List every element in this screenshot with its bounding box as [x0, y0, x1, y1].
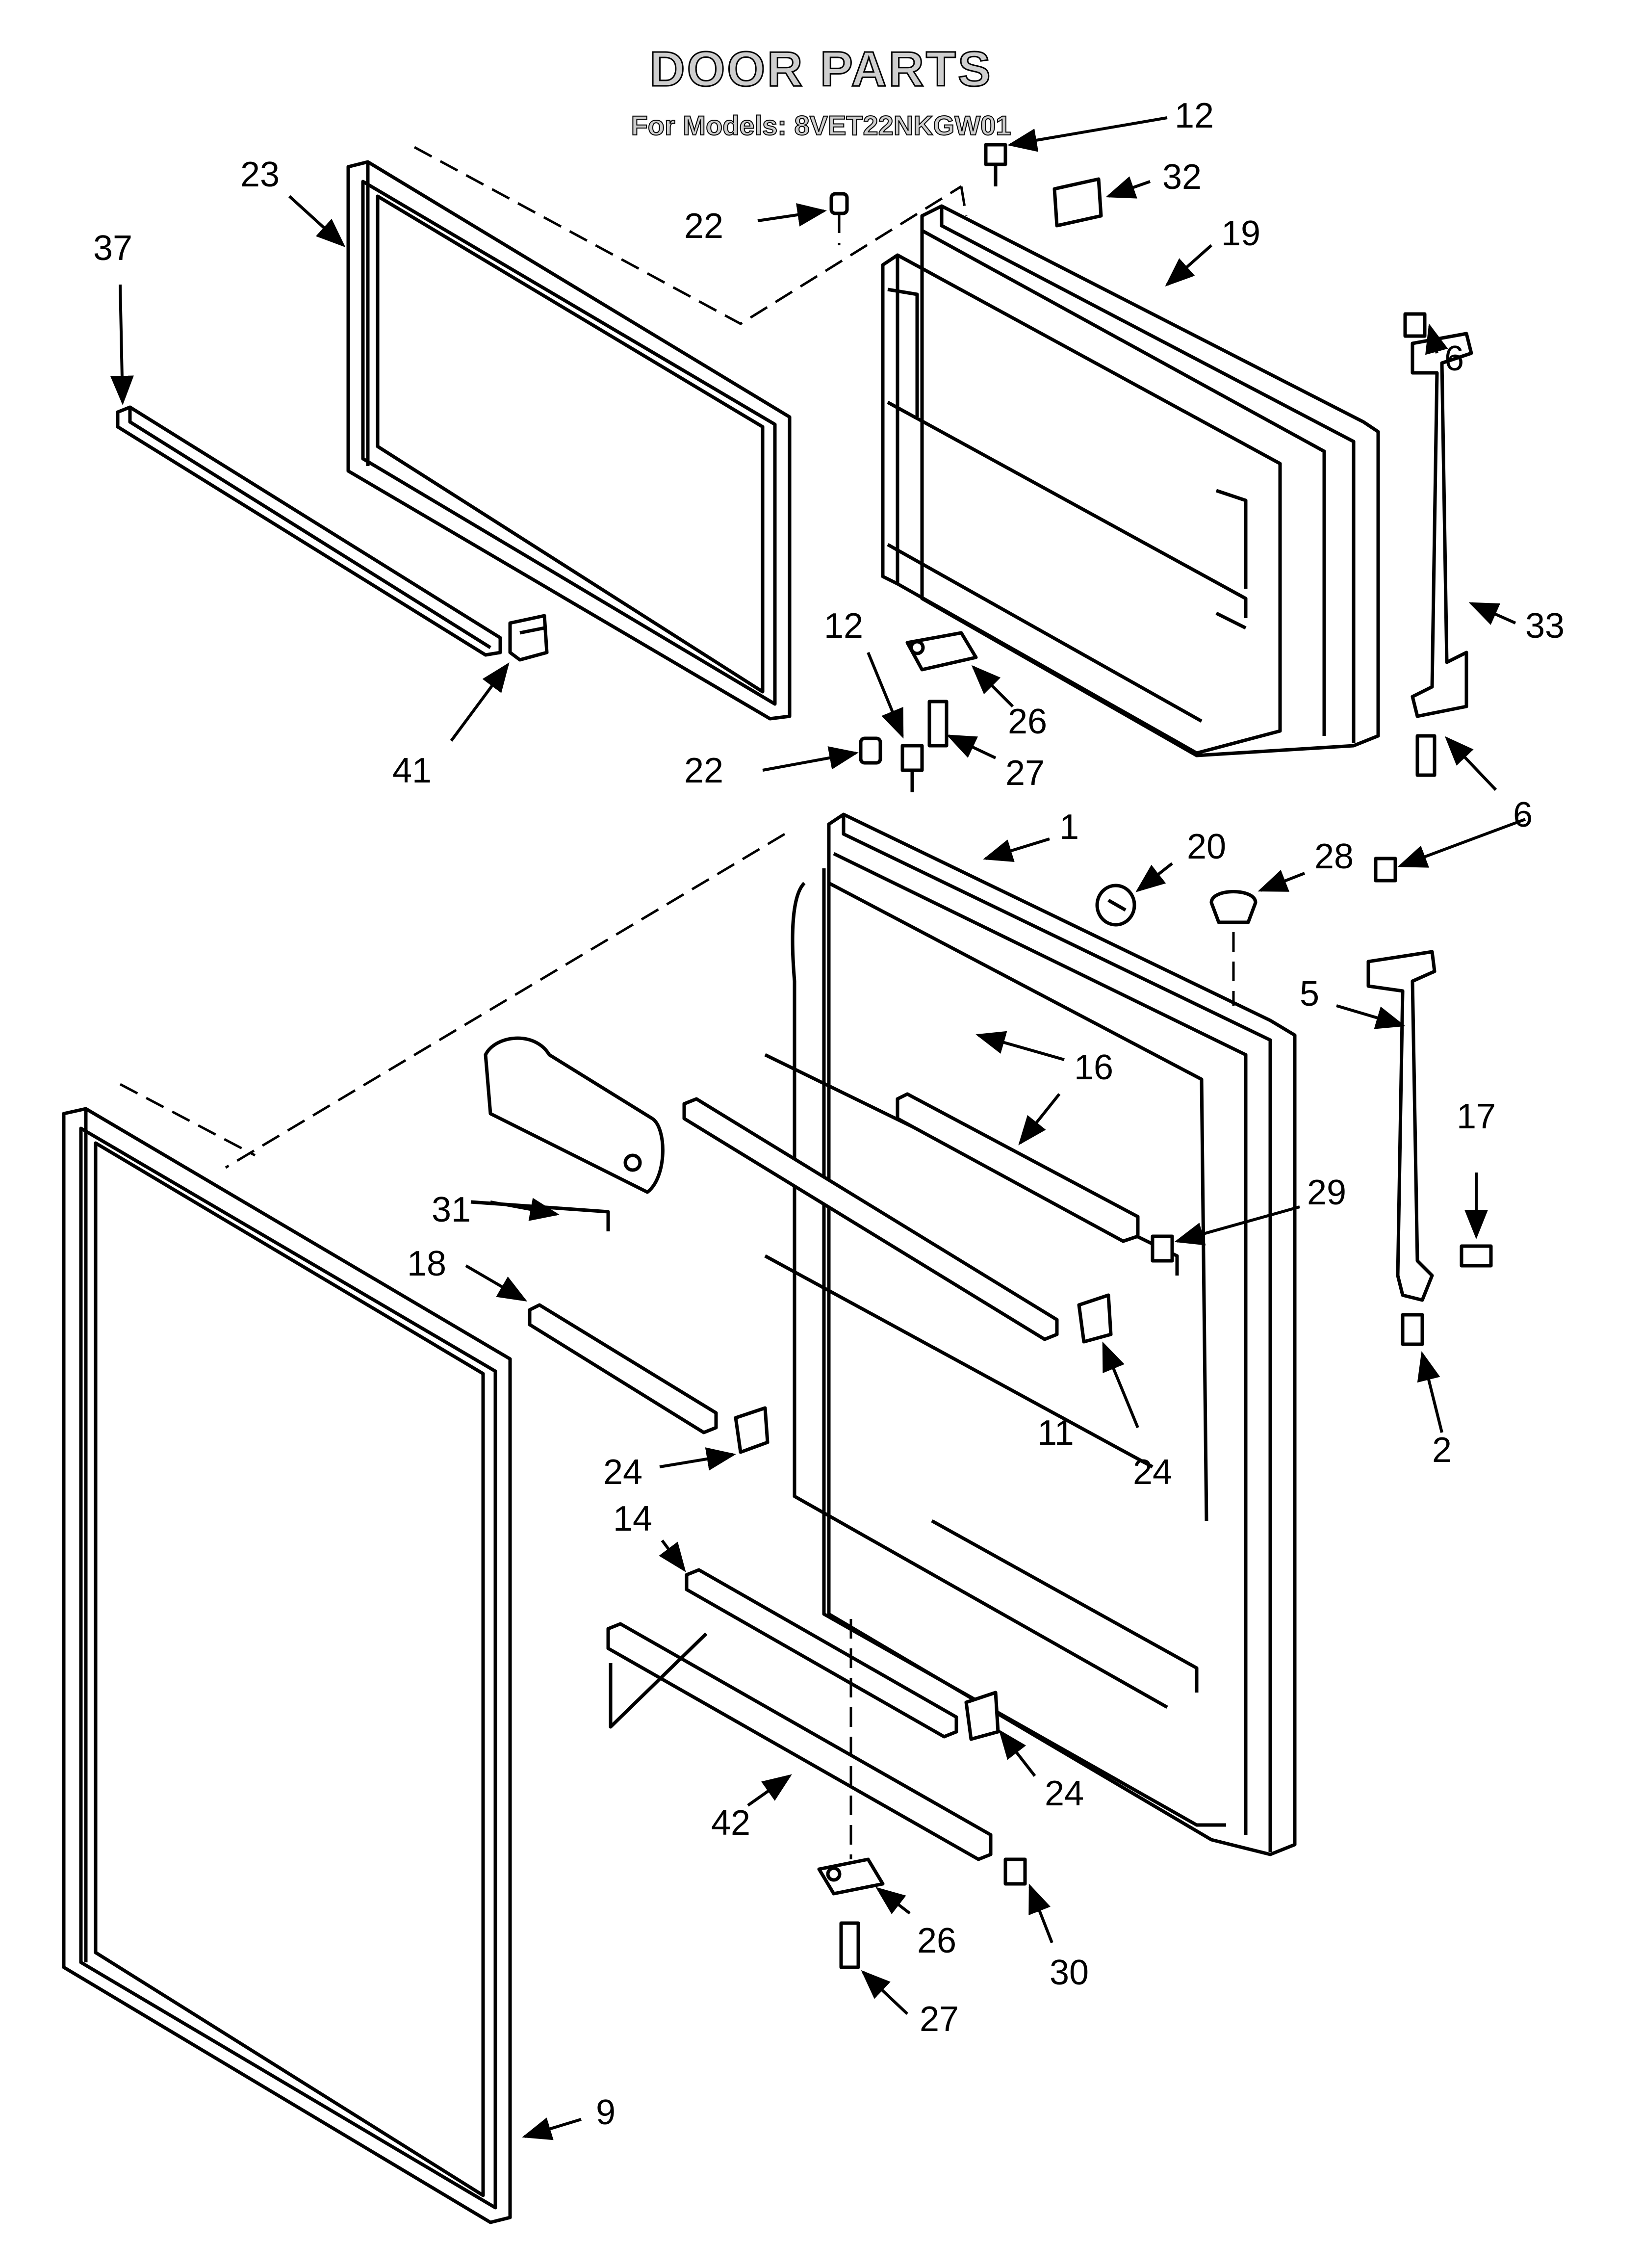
callout-arrows: [110, 116, 1526, 2140]
screw-part-28-handle: [1374, 857, 1397, 883]
bar-part-16: [896, 1092, 1140, 1243]
callout-28: 28: [1314, 837, 1354, 876]
callout-20: 20: [1187, 827, 1226, 866]
fresh-food-gasket-part-9: [62, 1107, 512, 2224]
callout-33: 33: [1525, 606, 1565, 646]
callout-6-bottom: 6: [1513, 795, 1533, 834]
callout-26-top: 26: [1008, 702, 1047, 741]
callout-9: 9: [596, 2093, 616, 2132]
callout-19: 19: [1221, 214, 1260, 253]
trim-strip-part-37: [116, 405, 502, 657]
clip-part-24-right: [1077, 1293, 1113, 1344]
hinge-part-26-bottom: [817, 1857, 885, 1896]
cap-part-2: [1401, 1313, 1424, 1346]
callout-27-top: 27: [1005, 754, 1045, 793]
callout-18: 18: [407, 1244, 446, 1283]
shelf-bar-part-18: [528, 1303, 718, 1434]
callout-17: 17: [1457, 1097, 1496, 1136]
plug-part-22-top: [829, 192, 849, 245]
callout-26-bottom: 26: [917, 1921, 956, 1960]
callout-16: 16: [1074, 1048, 1113, 1087]
freezer-door-liner-part-19: [881, 204, 1380, 757]
callout-22-top: 22: [684, 207, 723, 246]
callout-5: 5: [1300, 974, 1319, 1014]
callout-2: 2: [1432, 1431, 1452, 1470]
cover-part-20: [1095, 884, 1136, 927]
guide-line-door: [225, 833, 786, 1169]
plug-part-22-mid: [859, 736, 882, 765]
screw-part-17: [1460, 1244, 1493, 1268]
screw-part-12-top: [984, 143, 1007, 186]
callout-41: 41: [392, 751, 432, 790]
shelf-bar-part-42: [606, 1622, 993, 1861]
plug-part-28: [1209, 890, 1257, 1006]
callout-27-bottom: 27: [920, 2000, 959, 2039]
callout-23: 23: [240, 155, 280, 194]
fresh-food-handle-part-5: [1366, 950, 1437, 1302]
shelf-bar-part-14: [685, 1568, 958, 1739]
callout-1: 1: [1059, 808, 1079, 847]
callout-32: 32: [1162, 157, 1202, 197]
fresh-food-door-part-1: [764, 812, 1297, 1856]
label-part-32: [1052, 177, 1103, 228]
callout-30: 30: [1050, 1953, 1089, 1992]
callout-31: 31: [432, 1190, 471, 1229]
callout-24-bottom: 24: [1045, 1774, 1084, 1813]
callout-6-top: 6: [1444, 339, 1464, 378]
clip-part-24-bottom: [964, 1691, 1000, 1741]
freezer-gasket-part-23: [346, 160, 792, 721]
callout-29: 29: [1307, 1173, 1346, 1212]
dairy-door-part-31: [470, 1036, 665, 1231]
clip-part-30: [1003, 1857, 1027, 1886]
diagram-subtitle: For Models: 8VET22NKGW01: [631, 110, 1011, 141]
guide-line-freezer: [413, 146, 962, 325]
callout-24-left: 24: [603, 1453, 642, 1492]
callout-37: 37: [93, 229, 132, 268]
callout-42: 42: [711, 1803, 750, 1843]
screw-part-6-bottom: [1415, 734, 1437, 777]
diagram-title: DOOR PARTS: [649, 42, 992, 97]
clip-part-24-left: [734, 1406, 770, 1454]
hinge-part-26-top: [905, 631, 978, 672]
clip-part-29: [1151, 1234, 1174, 1263]
guide-line-gasket: [119, 1083, 256, 1157]
screw-part-27-bottom: [839, 1921, 860, 1969]
screw-part-12-mid: [900, 744, 924, 792]
callout-22-mid: 22: [684, 751, 723, 790]
freezer-handle-part-33: [1411, 332, 1473, 718]
callout-14: 14: [613, 1499, 652, 1538]
callout-11: 11: [1037, 1413, 1074, 1453]
guide-line-19: [960, 186, 968, 216]
callout-24-right: 24: [1133, 1453, 1172, 1492]
screw-part-6-top: [1403, 312, 1427, 338]
callout-labels: 12 32 22 19 23 37 6 33 41 12 26 27 22 6 …: [93, 96, 1565, 2132]
clip-part-41: [508, 614, 549, 662]
shelf-bar-part-11: [682, 1097, 1059, 1341]
callout-12-mid: 12: [824, 606, 863, 646]
screw-part-27-top: [927, 700, 949, 748]
callout-12-top: 12: [1175, 96, 1214, 135]
